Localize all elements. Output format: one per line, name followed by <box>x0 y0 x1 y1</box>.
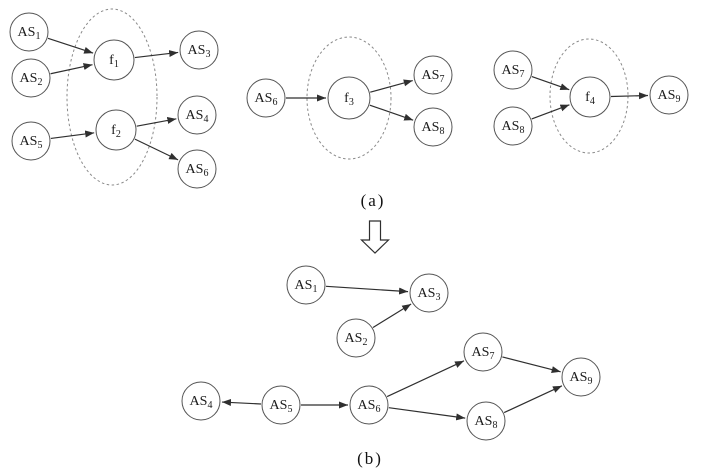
node-b_as4: AS4 <box>181 381 221 421</box>
node-circle-b_as8 <box>466 401 506 441</box>
node-b_as2: AS2 <box>336 318 376 358</box>
node-label-m_as8: AS8 <box>422 120 445 137</box>
node-b_as1: AS1 <box>286 265 326 305</box>
node-circle-a_as6 <box>177 149 217 189</box>
node-label-r_as7: AS7 <box>502 63 525 80</box>
node-circle-r_as9 <box>649 75 689 115</box>
node-circle-r_as7 <box>493 50 533 90</box>
node-a_as6: AS6 <box>177 149 217 189</box>
node-label-r_as8: AS8 <box>502 119 525 136</box>
node-a_as3: AS3 <box>179 30 219 70</box>
transform-arrow-icon <box>360 220 390 254</box>
node-label-a_as6: AS6 <box>186 162 209 179</box>
node-circle-a_as4 <box>177 95 217 135</box>
edge-a_f1-a_as3 <box>134 50 179 59</box>
edge-r_as7-r_f4 <box>531 76 570 91</box>
node-m_f3: f3 <box>327 76 371 120</box>
node-label-m_as7: AS7 <box>422 68 445 85</box>
node-m_as6: AS6 <box>246 78 286 118</box>
node-label-r_f4: f4 <box>585 90 595 107</box>
node-circle-a_as3 <box>179 30 219 70</box>
node-b_as6: AS6 <box>349 385 389 425</box>
node-circle-m_as6 <box>246 78 286 118</box>
edge-b_as8-b_as9 <box>503 385 563 414</box>
group-ellipse-1 <box>66 8 158 186</box>
node-label-b_as3: AS3 <box>418 286 441 303</box>
node-label-b_as2: AS2 <box>345 331 368 348</box>
edge-b_as7-b_as9 <box>502 356 561 373</box>
node-label-b_as4: AS4 <box>190 394 213 411</box>
node-circle-a_as5 <box>11 121 51 161</box>
edge-a_f2-a_as4 <box>136 117 177 127</box>
node-label-m_as6: AS6 <box>255 91 278 108</box>
node-label-m_f3: f3 <box>344 91 354 108</box>
node-circle-r_f4 <box>569 76 611 118</box>
node-b_as5: AS5 <box>261 385 301 425</box>
caption-a: (a) <box>360 191 386 210</box>
node-label-b_as8: AS8 <box>475 414 498 431</box>
node-circle-b_as4 <box>181 381 221 421</box>
node-label-a_as5: AS5 <box>20 134 43 151</box>
edge-r_f4-r_as9 <box>610 92 649 100</box>
edge-a_f2-a_as6 <box>134 138 179 161</box>
node-label-a_as2: AS2 <box>20 71 43 88</box>
node-label-b_as9: AS9 <box>570 370 593 387</box>
node-b_as7: AS7 <box>463 332 503 372</box>
node-label-b_as1: AS1 <box>295 278 318 295</box>
edge-a_as2-a_f1 <box>50 63 93 75</box>
node-a_as4: AS4 <box>177 95 217 135</box>
node-a_as2: AS2 <box>11 58 51 98</box>
node-r_as8: AS8 <box>493 106 533 146</box>
node-circle-b_as9 <box>561 357 601 397</box>
node-label-b_as6: AS6 <box>358 398 381 415</box>
node-circle-m_as7 <box>413 55 453 95</box>
node-circle-a_f1 <box>93 39 135 81</box>
edge-b_as6-b_as7 <box>386 360 465 398</box>
node-circle-a_as2 <box>11 58 51 98</box>
edge-a_as1-a_f1 <box>47 37 94 54</box>
node-circle-m_f3 <box>327 76 371 120</box>
node-circle-b_as5 <box>261 385 301 425</box>
node-m_as7: AS7 <box>413 55 453 95</box>
node-b_as8: AS8 <box>466 401 506 441</box>
node-label-a_f2: f2 <box>111 123 121 140</box>
node-label-r_as9: AS9 <box>658 88 681 105</box>
edge-m_f3-m_as8 <box>369 104 414 121</box>
node-m_as8: AS8 <box>413 107 453 147</box>
node-label-a_f1: f1 <box>109 53 119 70</box>
node-a_f1: f1 <box>93 39 135 81</box>
edge-b_as6-b_as8 <box>388 407 466 421</box>
node-label-a_as1: AS1 <box>18 25 41 42</box>
edge-b_as1-b_as3 <box>325 285 409 295</box>
node-circle-b_as7 <box>463 332 503 372</box>
node-r_as7: AS7 <box>493 50 533 90</box>
edge-a_as5-a_f2 <box>50 130 95 140</box>
caption-b: (b) <box>357 449 383 468</box>
node-a_f2: f2 <box>95 109 137 151</box>
edge-b_as2-b_as3 <box>372 303 412 329</box>
node-circle-b_as6 <box>349 385 389 425</box>
node-circle-b_as3 <box>409 273 449 313</box>
node-circle-b_as1 <box>286 265 326 305</box>
edge-r_as8-r_f4 <box>531 104 570 120</box>
node-r_as9: AS9 <box>649 75 689 115</box>
node-label-b_as7: AS7 <box>472 345 495 362</box>
edge-m_f3-m_as7 <box>370 79 413 93</box>
edge-b_as5-b_as4 <box>221 399 262 406</box>
node-circle-a_as1 <box>9 12 49 52</box>
node-circle-m_as8 <box>413 107 453 147</box>
node-label-a_as3: AS3 <box>188 43 211 60</box>
node-r_f4: f4 <box>569 76 611 118</box>
node-label-a_as4: AS4 <box>186 108 209 125</box>
node-circle-b_as2 <box>336 318 376 358</box>
node-label-b_as5: AS5 <box>270 398 293 415</box>
node-circle-a_f2 <box>95 109 137 151</box>
node-b_as3: AS3 <box>409 273 449 313</box>
group-ellipse-2 <box>306 36 392 160</box>
node-b_as9: AS9 <box>561 357 601 397</box>
node-a_as5: AS5 <box>11 121 51 161</box>
node-circle-r_as8 <box>493 106 533 146</box>
node-a_as1: AS1 <box>9 12 49 52</box>
